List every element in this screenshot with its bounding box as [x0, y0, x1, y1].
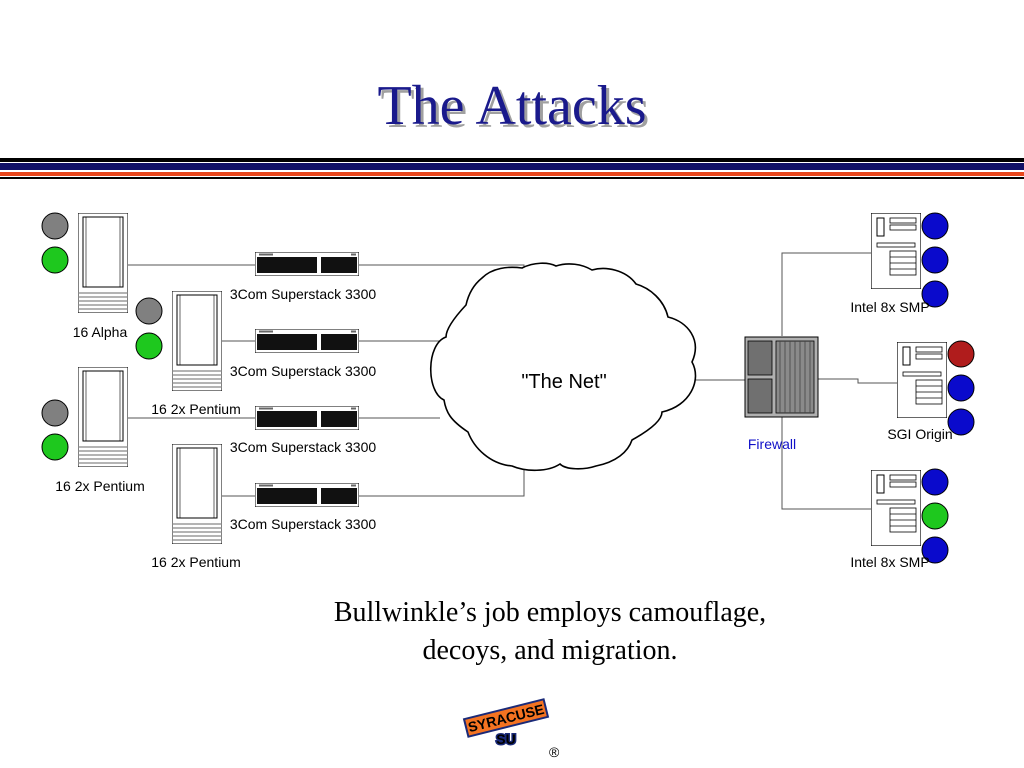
switch-3-icon: [255, 406, 359, 430]
firewall-device-icon: [744, 336, 819, 418]
link-firewall-intel-top: [781, 252, 871, 336]
header-rule-bottom: [0, 177, 1024, 179]
alpha-status-light-gray-icon: [41, 212, 69, 240]
switch-4-icon: [255, 483, 359, 507]
caption-line-2: decoys, and migration.: [422, 635, 678, 666]
intel-top-server-icon: [871, 213, 921, 289]
header-rule-navy: [0, 163, 1024, 170]
intel-top-server-label: Intel 8x SMP: [850, 299, 929, 315]
pentium-c-cluster-label: 16 2x Pentium: [151, 554, 241, 570]
link-firewall-intel-bottom: [781, 416, 871, 510]
pentium-b-status-light-green-icon: [41, 433, 69, 461]
switch-4-label: 3Com Superstack 3300: [230, 516, 377, 532]
pentium-c-cluster-tower-icon: [172, 444, 222, 544]
svg-text:®: ®: [549, 744, 560, 760]
switch-3-label: 3Com Superstack 3300: [230, 439, 377, 455]
header-rule-orange: [0, 172, 1024, 176]
cloud-label: "The Net": [521, 371, 606, 393]
link-firewall-sgi: [818, 378, 898, 384]
pentium-a-status-light-green-icon: [135, 332, 163, 360]
pentium-a-status-light-gray-icon: [135, 297, 163, 325]
sgi-server-icon: [897, 342, 947, 418]
sgi-status-light-blue-2-icon: [947, 408, 975, 436]
firewall-label: Firewall: [748, 436, 796, 452]
intel-top-status-light-blue-3-icon: [921, 280, 949, 308]
switch-2-label: 3Com Superstack 3300: [230, 363, 377, 379]
intel-bottom-server-label: Intel 8x SMP: [850, 554, 929, 570]
switch-1-icon: [255, 252, 359, 276]
sgi-server-label: SGI Origin: [887, 426, 952, 442]
header-rule-top: [0, 158, 1024, 162]
pentium-b-cluster-label: 16 2x Pentium: [55, 478, 145, 494]
pentium-b-status-light-gray-icon: [41, 399, 69, 427]
pentium-a-cluster-label: 16 2x Pentium: [151, 401, 241, 417]
intel-bottom-server-icon: [871, 470, 921, 546]
switch-1-label: 3Com Superstack 3300: [230, 286, 377, 302]
sgi-status-light-blue-1-icon: [947, 374, 975, 402]
switch-2-icon: [255, 329, 359, 353]
intel-bottom-status-light-blue-2-icon: [921, 536, 949, 564]
intel-bottom-status-light-green-icon: [921, 502, 949, 530]
internet-cloud: "The Net": [429, 262, 697, 472]
alpha-status-light-green-icon: [41, 246, 69, 274]
intel-top-status-light-blue-1-icon: [921, 212, 949, 240]
alpha-cluster-tower-icon: [78, 213, 128, 313]
intel-top-status-light-blue-2-icon: [921, 246, 949, 274]
pentium-b-cluster-tower-icon: [78, 367, 128, 467]
caption-line-1: Bullwinkle’s job employs camouflage,: [333, 597, 767, 628]
alpha-cluster-label: 16 Alpha: [73, 324, 128, 340]
page-title: The Attacks: [377, 75, 647, 137]
sgi-status-light-red-icon: [947, 340, 975, 368]
pentium-a-cluster-tower-icon: [172, 291, 222, 391]
svg-text:SU: SU: [496, 731, 515, 747]
intel-bottom-status-light-blue-1-icon: [921, 468, 949, 496]
syracuse-logo: SU SYRACUSE ®: [462, 698, 560, 760]
slide-caption: Bullwinkle’s job employs camouflage, dec…: [200, 594, 900, 670]
